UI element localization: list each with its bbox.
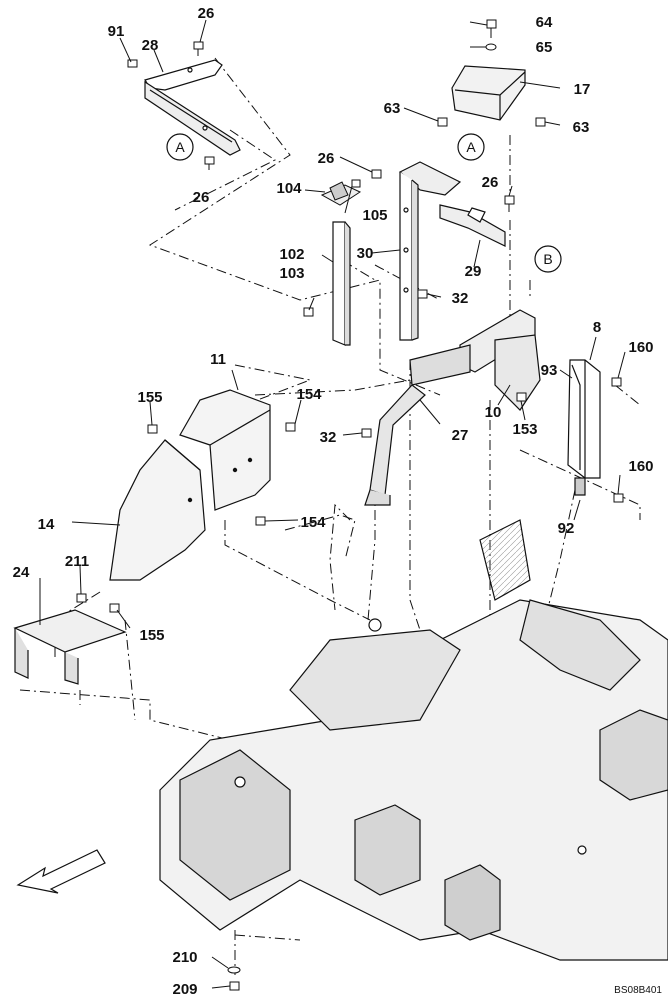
bolt-icon xyxy=(303,307,314,317)
label-27: 27 xyxy=(452,427,469,444)
label-160-a: 160 xyxy=(628,339,653,356)
label-102: 102 xyxy=(279,246,304,263)
label-24: 24 xyxy=(13,564,30,581)
label-65: 65 xyxy=(536,39,553,56)
label-160-b: 160 xyxy=(628,458,653,475)
bolt-icon xyxy=(611,377,622,387)
bolt-icon xyxy=(285,422,296,432)
label-154-b: 154 xyxy=(300,514,326,531)
label-30: 30 xyxy=(357,245,374,262)
bolt-icon xyxy=(417,289,428,299)
bolt-icon xyxy=(437,117,448,127)
bolt-icon xyxy=(516,392,527,402)
part-29-crossbar xyxy=(439,204,506,247)
label-153: 153 xyxy=(512,421,537,438)
lower-chassis-frame xyxy=(159,519,668,961)
label-155-b: 155 xyxy=(139,627,164,644)
svg-text:B: B xyxy=(543,251,552,267)
part-17-cover xyxy=(451,65,526,121)
part-27-main-frame xyxy=(364,309,541,506)
label-105: 105 xyxy=(362,207,387,224)
callout-a-top: A xyxy=(457,133,485,161)
bolt-icon xyxy=(127,59,138,68)
part-28-rail-bracket xyxy=(144,59,241,156)
label-210: 210 xyxy=(172,949,197,966)
bolt-icon xyxy=(371,169,382,179)
label-211: 211 xyxy=(65,553,89,570)
washer-icon xyxy=(227,966,241,974)
label-155-a: 155 xyxy=(137,389,162,406)
bolt-icon xyxy=(255,516,266,526)
part-14-cover-panel xyxy=(109,439,206,581)
part-102-stay xyxy=(332,221,351,346)
bolt-icon xyxy=(193,41,204,56)
bolt-icon xyxy=(504,195,515,212)
label-26-c: 26 xyxy=(318,150,335,167)
leader-lines xyxy=(39,19,626,989)
bolt-icon xyxy=(109,603,120,613)
bolt-icons xyxy=(76,19,624,991)
label-91: 91 xyxy=(108,23,125,40)
part-30-vertical-bracket xyxy=(398,161,462,341)
label-63-a: 63 xyxy=(384,100,401,117)
bolt-icon xyxy=(613,493,624,503)
label-104: 104 xyxy=(276,180,302,197)
part-labels: 91 28 26 26 26 26 64 65 17 63 63 104 105… xyxy=(13,5,654,998)
label-29: 29 xyxy=(465,263,482,280)
callout-b: B xyxy=(534,245,562,273)
label-26-b: 26 xyxy=(193,189,210,206)
label-64: 64 xyxy=(536,14,553,31)
bolt-icon xyxy=(76,593,87,603)
label-209: 209 xyxy=(172,981,197,998)
callout-a: A xyxy=(166,133,194,161)
label-103: 103 xyxy=(279,265,304,282)
bolt-icon xyxy=(204,156,215,170)
label-32-b: 32 xyxy=(320,429,337,446)
bolt-icon xyxy=(351,179,361,188)
label-8: 8 xyxy=(593,319,601,336)
bolt-icon xyxy=(229,981,240,991)
label-14: 14 xyxy=(38,516,55,533)
svg-text:A: A xyxy=(175,139,185,155)
label-10: 10 xyxy=(485,404,502,421)
bolt-icon xyxy=(147,424,158,434)
washer-icon xyxy=(485,43,497,51)
label-28: 28 xyxy=(142,37,159,54)
label-26-a: 26 xyxy=(198,5,215,22)
drawing-code: BS08B401 xyxy=(614,985,662,996)
label-154-a: 154 xyxy=(296,386,322,403)
front-direction-arrow-icon xyxy=(16,849,106,894)
bolt-icon xyxy=(486,19,497,38)
svg-text:A: A xyxy=(466,139,476,155)
label-93: 93 xyxy=(541,362,558,379)
part-8-side-bracket xyxy=(567,359,601,496)
label-17: 17 xyxy=(574,81,591,98)
label-26-d: 26 xyxy=(482,174,499,191)
bolt-icon xyxy=(535,117,546,127)
label-32-a: 32 xyxy=(452,290,469,307)
label-92: 92 xyxy=(558,520,575,537)
part-11-side-panel xyxy=(179,389,271,511)
label-11: 11 xyxy=(210,351,226,368)
part-24-plate xyxy=(13,609,127,685)
bolt-icon xyxy=(361,428,372,438)
label-63-b: 63 xyxy=(573,119,590,136)
